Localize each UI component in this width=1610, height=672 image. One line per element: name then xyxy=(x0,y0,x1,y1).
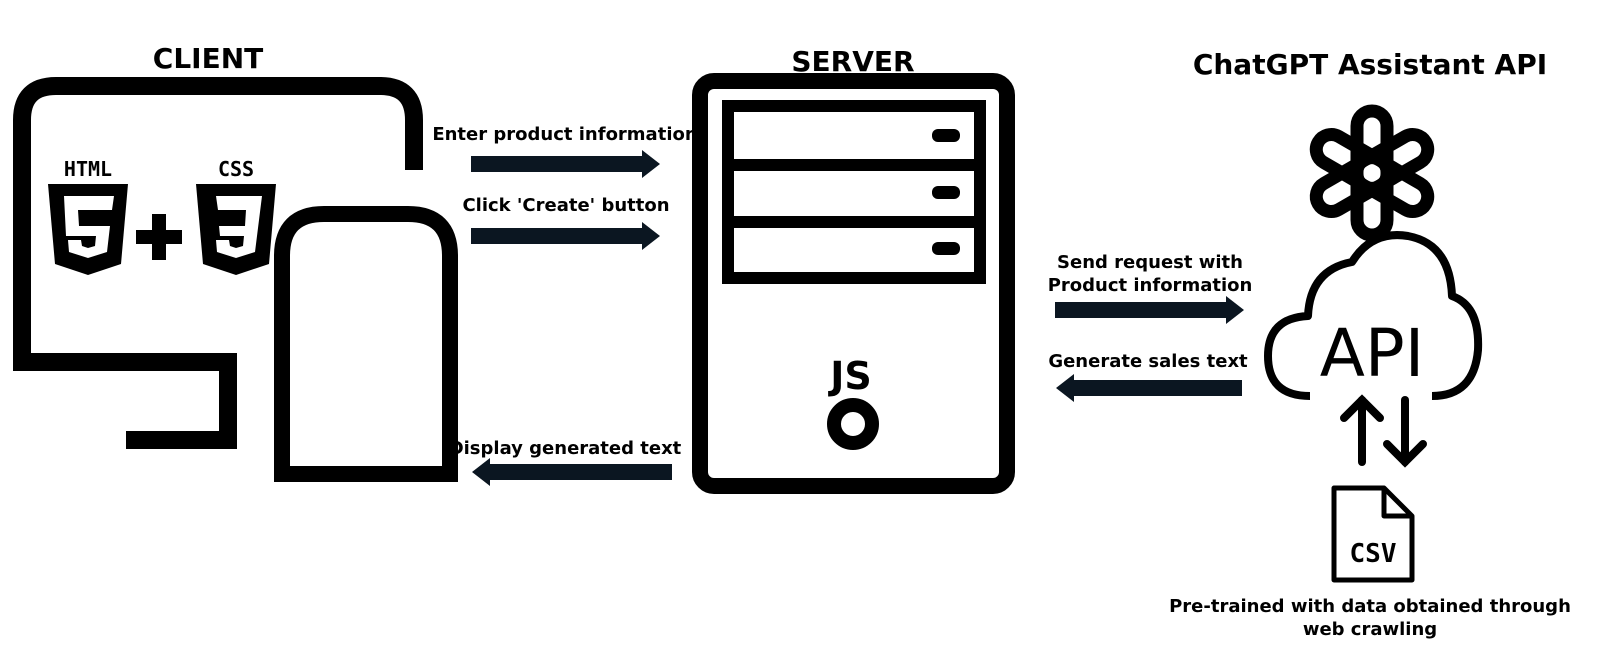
flow-enter-product: Enter product information xyxy=(432,124,697,145)
flow-send-request-line1: Send request with xyxy=(1057,252,1243,273)
arrow-left-icon xyxy=(472,458,672,486)
nodejs-logo-icon: JS xyxy=(827,354,879,450)
html5-logo-icon: HTML xyxy=(48,157,128,275)
arrow-right-icon xyxy=(471,222,660,250)
cloud-api-label: API xyxy=(1320,315,1424,392)
openai-logo-icon xyxy=(1309,104,1435,242)
api-title: ChatGPT Assistant API xyxy=(1193,48,1547,81)
csv-file-icon: CSV xyxy=(1331,485,1415,583)
svg-text:JS: JS xyxy=(827,354,872,398)
up-down-arrows-icon xyxy=(1340,394,1427,468)
monitor-icon xyxy=(13,77,423,449)
server-tower-icon xyxy=(692,73,1015,494)
arrow-left-icon xyxy=(1056,374,1242,402)
plus-icon xyxy=(136,214,182,260)
client-title: CLIENT xyxy=(153,42,263,75)
svg-text:HTML: HTML xyxy=(64,157,112,181)
flow-display-text: Display generated text xyxy=(449,438,682,459)
svg-text:CSV: CSV xyxy=(1350,539,1397,569)
flow-generate-text: Generate sales text xyxy=(1048,351,1248,372)
api-caption-line2: web crawling xyxy=(1303,619,1437,640)
api-caption-line1: Pre-trained with data obtained through xyxy=(1169,596,1571,617)
svg-text:CSS: CSS xyxy=(218,157,254,181)
flow-click-create: Click 'Create' button xyxy=(462,195,669,216)
server-title: SERVER xyxy=(791,45,914,78)
flow-send-request-line2: Product information xyxy=(1048,275,1253,296)
arrow-right-icon xyxy=(1055,296,1244,324)
mobile-phone-icon xyxy=(274,206,458,482)
arrow-right-icon xyxy=(471,150,660,178)
css3-logo-icon: CSS xyxy=(196,157,276,275)
cloud-api-icon: API xyxy=(1264,231,1483,400)
